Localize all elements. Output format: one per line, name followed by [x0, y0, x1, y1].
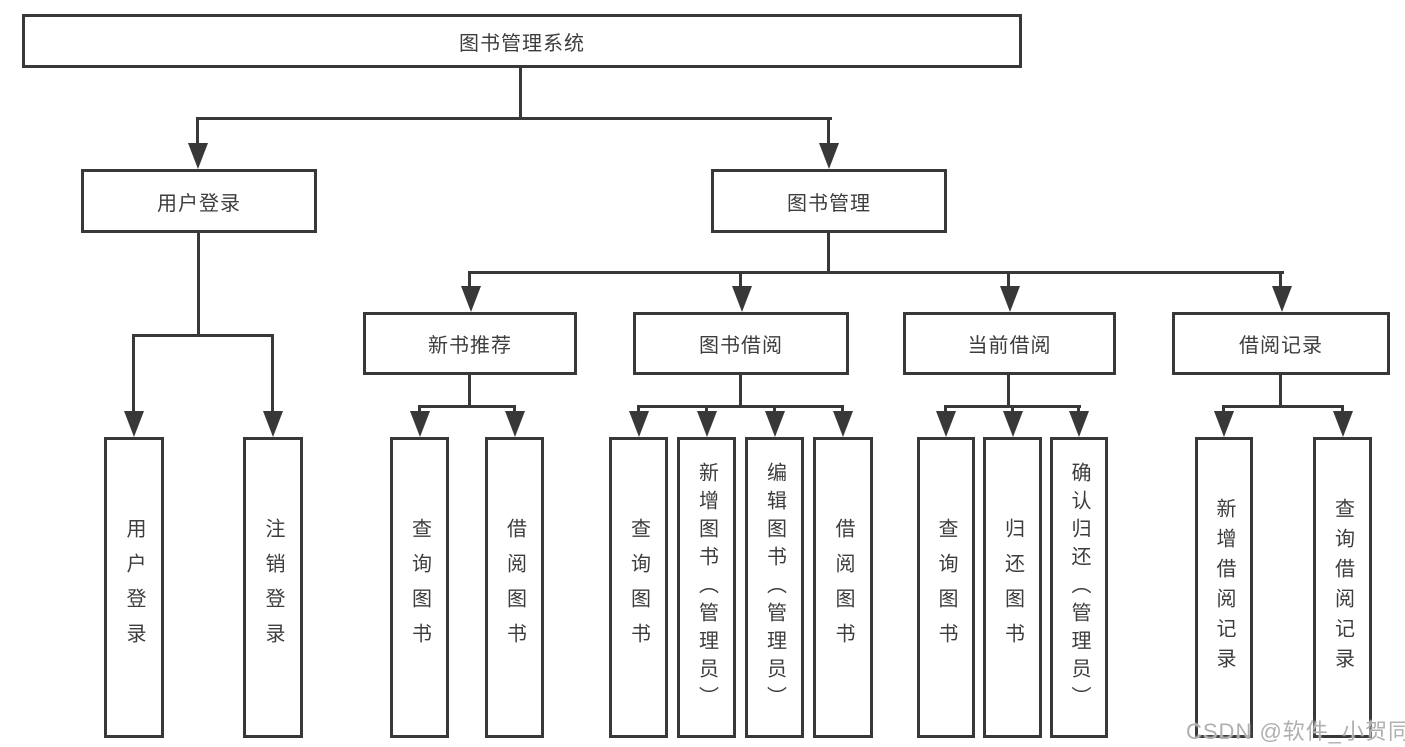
connector-line [773, 405, 776, 415]
connector-line [418, 405, 516, 408]
arrow-down-icon [1333, 411, 1353, 437]
connector-line [739, 374, 742, 408]
arrow-down-icon [697, 411, 717, 437]
arrow-down-icon [936, 411, 956, 437]
arrow-down-icon [263, 411, 283, 437]
node-user-login: 用户登录 [81, 169, 317, 233]
arrow-down-icon [461, 286, 481, 312]
leaf-query-books-borrow: 查询图书 [609, 437, 668, 738]
arrow-down-icon [1000, 286, 1020, 312]
leaf-borrow-books-recommend: 借阅图书 [485, 437, 544, 738]
connector-line [705, 405, 708, 415]
node-current-borrow: 当前借阅 [903, 312, 1116, 375]
arrow-down-icon [1272, 286, 1292, 312]
arrow-down-icon [833, 411, 853, 437]
node-root: 图书管理系统 [22, 14, 1022, 68]
arrow-down-icon [410, 411, 430, 437]
connector-line [827, 232, 830, 274]
connector-line [1222, 405, 1344, 408]
connector-line [519, 68, 522, 118]
connector-line [827, 117, 830, 145]
arrow-down-icon [1069, 411, 1089, 437]
leaf-query-books-recommend: 查询图书 [390, 437, 449, 738]
connector-line [197, 232, 200, 336]
connector-line [132, 334, 274, 337]
arrow-down-icon [819, 143, 839, 169]
arrow-down-icon [505, 411, 525, 437]
leaf-add-borrow-record: 新增借阅记录 [1195, 437, 1253, 738]
leaf-query-books-current: 查询图书 [917, 437, 975, 738]
connector-line [1007, 374, 1010, 408]
arrow-down-icon [188, 143, 208, 169]
connector-line [1222, 405, 1225, 415]
connector-line [1341, 405, 1344, 415]
arrow-down-icon [1214, 411, 1234, 437]
leaf-query-borrow-record: 查询借阅记录 [1313, 437, 1372, 738]
node-book-management: 图书管理 [711, 169, 947, 233]
arrow-down-icon [732, 286, 752, 312]
connector-line [944, 405, 947, 415]
arrow-down-icon [1003, 411, 1023, 437]
leaf-confirm-return-admin: 确认归还（管理员） [1050, 437, 1108, 738]
connector-line [637, 405, 640, 415]
watermark: CSDN @软件_小贺同学 [1186, 719, 1405, 744]
node-borrow-records: 借阅记录 [1172, 312, 1390, 375]
leaf-borrow-books: 借阅图书 [813, 437, 873, 738]
connector-line [196, 117, 832, 120]
connector-line [418, 405, 421, 415]
connector-line [271, 334, 274, 413]
connector-line [513, 405, 516, 415]
arrow-down-icon [124, 411, 144, 437]
connector-line [1077, 405, 1080, 415]
arrow-down-icon [629, 411, 649, 437]
leaf-user-login: 用户登录 [104, 437, 164, 738]
connector-line [468, 374, 471, 408]
leaf-add-book-admin: 新增图书（管理员） [677, 437, 736, 738]
connector-line [196, 117, 199, 145]
connector-line [1011, 405, 1014, 415]
leaf-edit-book-admin: 编辑图书（管理员） [745, 437, 804, 738]
connector-line [468, 271, 471, 289]
arrow-down-icon [765, 411, 785, 437]
node-book-borrow: 图书借阅 [633, 312, 849, 375]
connector-line [739, 271, 742, 289]
connector-line [132, 334, 135, 413]
connector-line [841, 405, 844, 415]
leaf-logout-login: 注销登录 [243, 437, 303, 738]
connector-line [1279, 374, 1282, 408]
connector-line [637, 405, 844, 408]
connector-line [468, 271, 1284, 274]
leaf-return-book: 归还图书 [983, 437, 1042, 738]
connector-line [1007, 271, 1010, 289]
connector-line [1279, 271, 1282, 289]
node-new-book-recommend: 新书推荐 [363, 312, 577, 375]
